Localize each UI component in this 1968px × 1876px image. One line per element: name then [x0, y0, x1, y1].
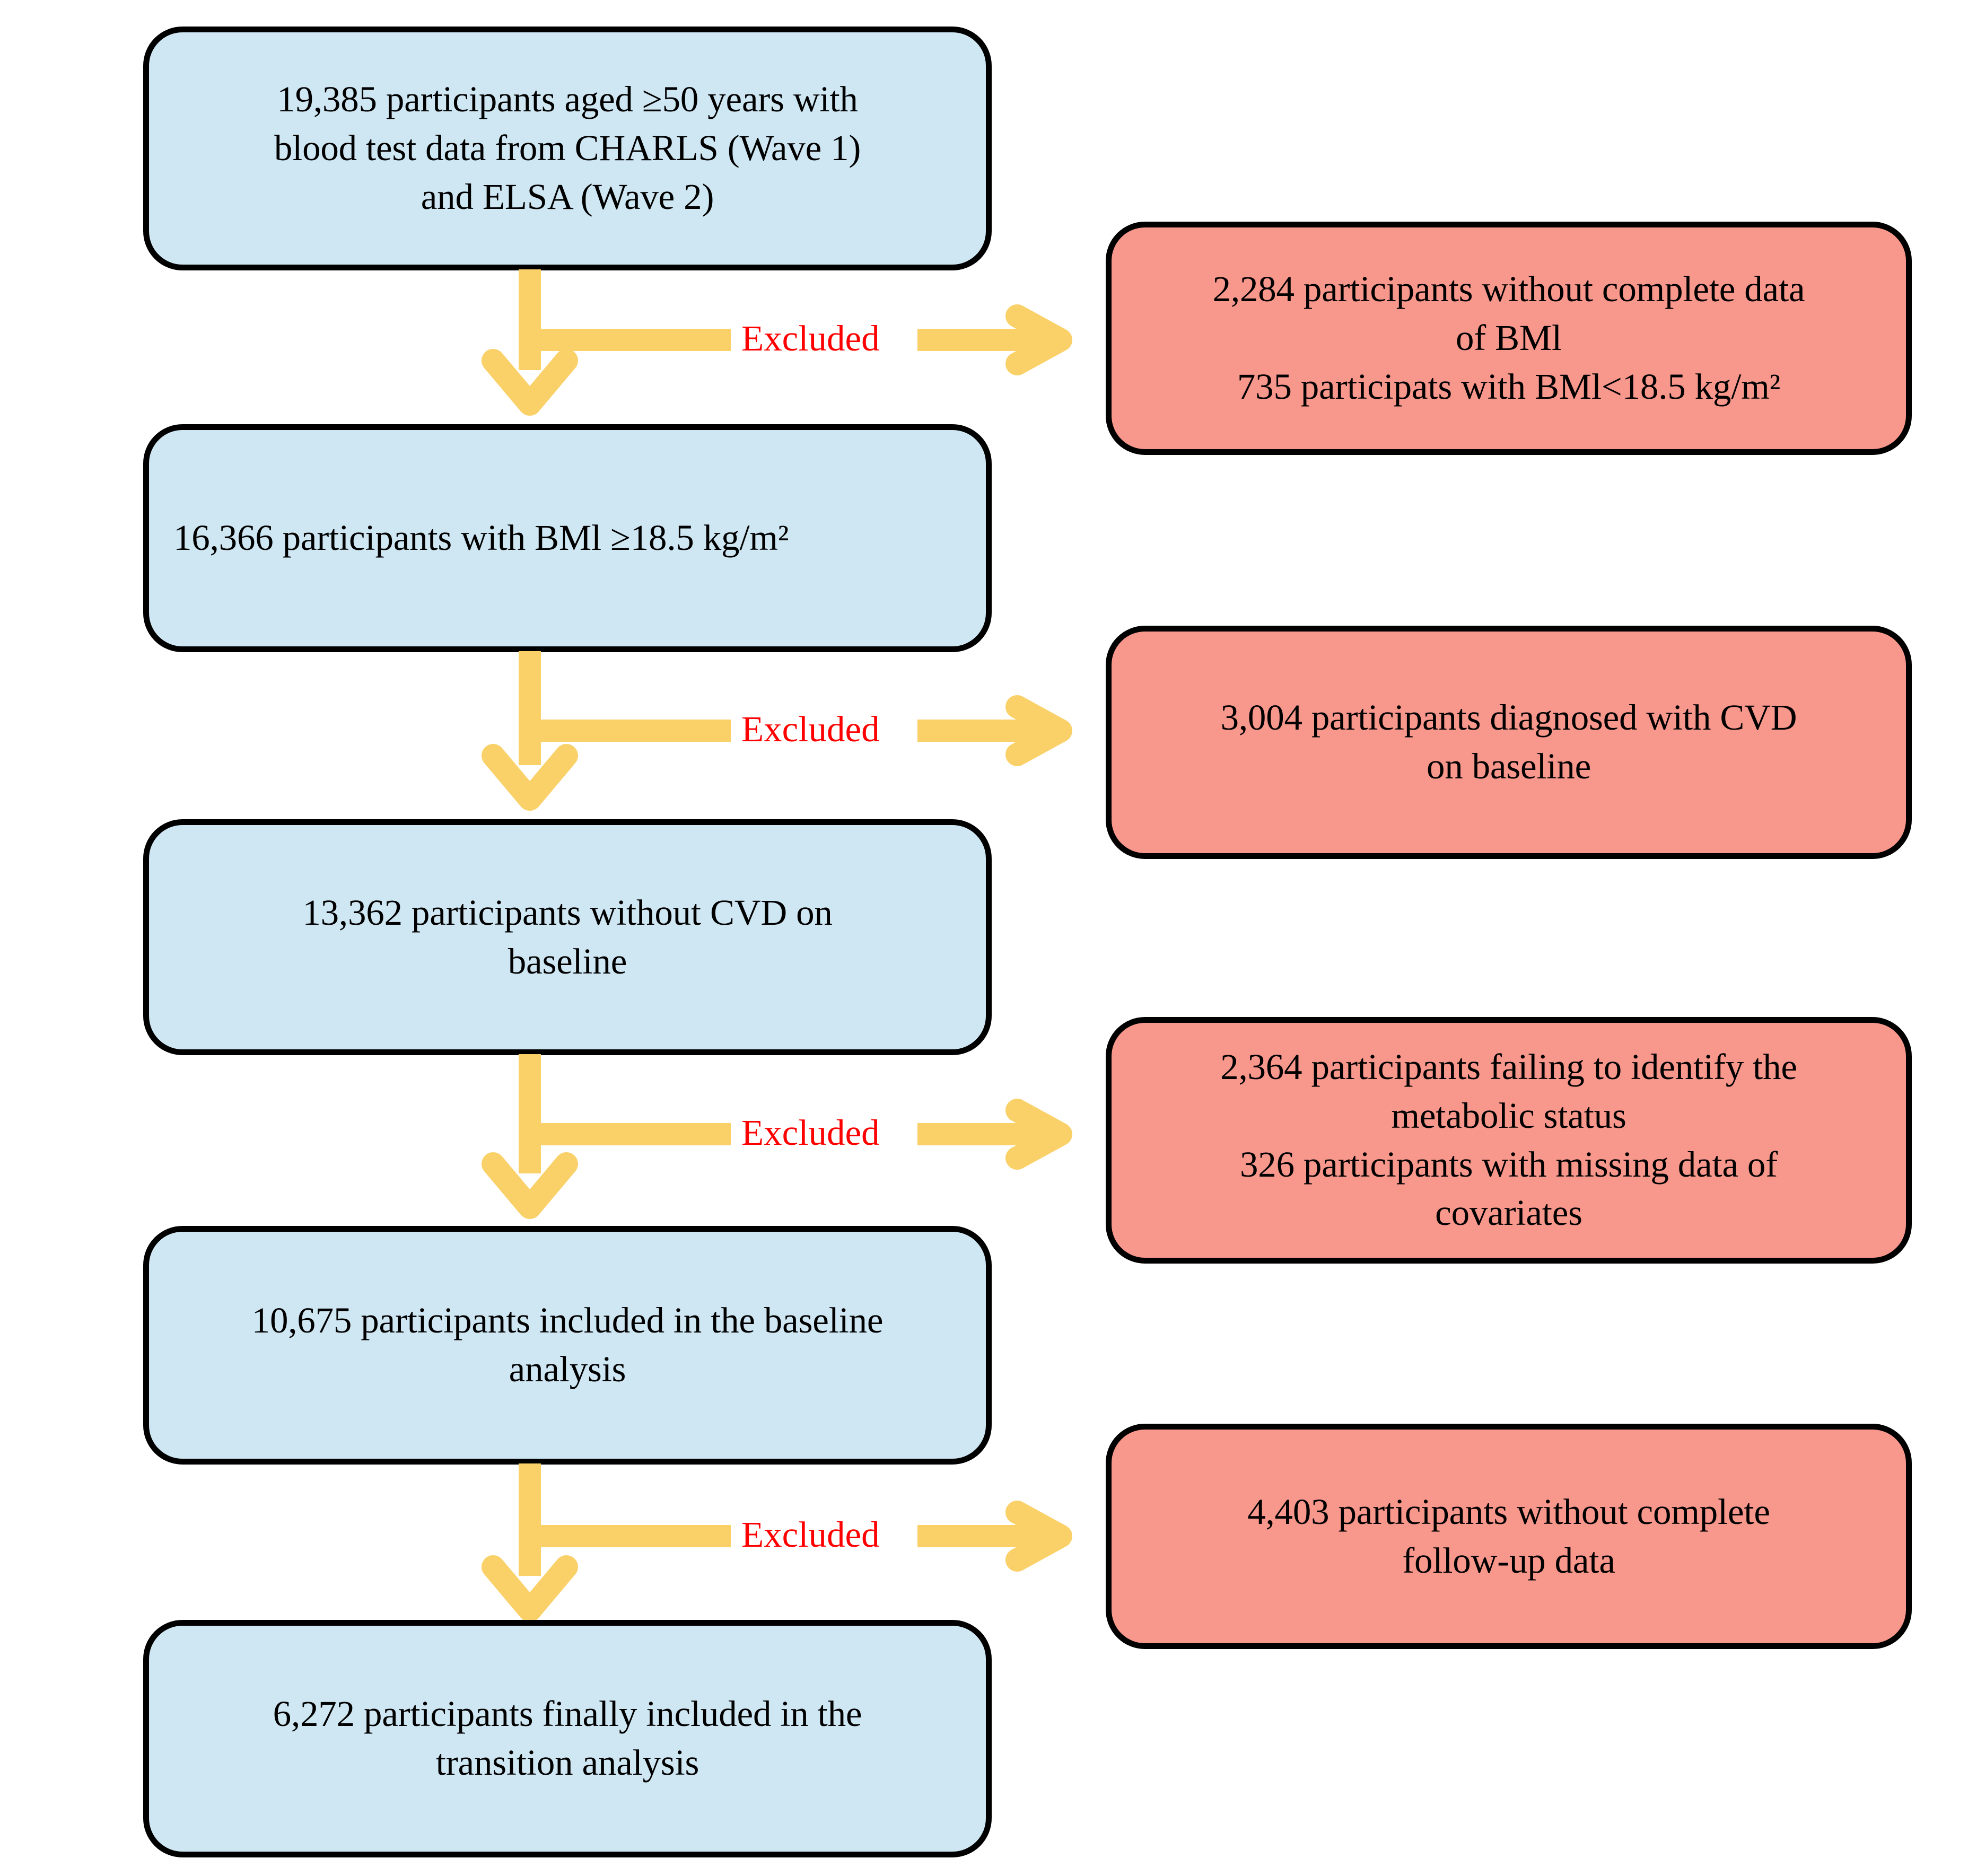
excl-3-line-1: 2,364 participants failing to identify t… [1220, 1046, 1797, 1087]
flow-node-included-4: 10,675 participants included in the base… [143, 1226, 992, 1465]
connector-3-down-chevron [482, 1152, 578, 1219]
flow-node-excluded-4: 4,403 participants without complete foll… [1106, 1424, 1912, 1649]
node-3-line-2: baseline [508, 941, 627, 981]
node-3-line-1: 13,362 participants without CVD on [302, 892, 833, 933]
excl-1-line-3: 735 participats with BMl<18.5 kg/m² [1237, 366, 1781, 407]
connector-4-vertical-line [519, 1463, 541, 1576]
connector-3-right-chevron [1005, 1099, 1072, 1170]
connector-3-horizontal-left [519, 1123, 731, 1145]
excl-4-line-1: 4,403 participants without complete [1247, 1491, 1770, 1532]
connector-2-horizontal-left [519, 720, 731, 742]
node-4-line-2: analysis [509, 1349, 626, 1389]
connector-2-right-chevron [1005, 695, 1072, 766]
node-5-line-1: 6,272 participants finally included in t… [273, 1694, 862, 1734]
excl-2-line-2: on baseline [1426, 746, 1591, 786]
flow-node-included-1: 19,385 participants aged ≥50 years with … [143, 27, 992, 270]
node-1-line-2: blood test data from CHARLS (Wave 1) [274, 128, 861, 169]
flow-node-included-1-text: 19,385 participants aged ≥50 years with … [173, 75, 961, 221]
node-4-line-1: 10,675 participants included in the base… [251, 1300, 884, 1341]
flow-node-excluded-3-text: 2,364 participants failing to identify t… [1136, 1043, 1882, 1238]
excl-4-line-2: follow-up data [1402, 1540, 1615, 1581]
excluded-label-1: Excluded [741, 318, 880, 358]
connector-1-right-chevron [1005, 304, 1072, 375]
connector-3-vertical-line [519, 1054, 541, 1173]
excl-3-line-4: covariates [1435, 1193, 1582, 1233]
flow-node-included-5-text: 6,272 participants finally included in t… [173, 1690, 961, 1787]
connector-2-down-chevron [482, 744, 578, 811]
node-2-line-1: 16,366 participants with BMl ≥18.5 kg/m² [173, 518, 789, 558]
excl-1-line-2: of BMl [1455, 318, 1562, 358]
connector-1-vertical-line [519, 269, 541, 370]
excl-1-line-1: 2,284 participants without complete data [1212, 269, 1805, 310]
connector-1-down-chevron [482, 349, 578, 416]
excl-2-line-1: 3,004 participants diagnosed with CVD [1220, 697, 1797, 738]
flow-node-included-3-text: 13,362 participants without CVD on basel… [173, 889, 961, 986]
flow-node-excluded-1-text: 2,284 participants without complete data… [1136, 265, 1882, 411]
flow-node-included-3: 13,362 participants without CVD on basel… [143, 819, 992, 1055]
flow-node-included-4-text: 10,675 participants included in the base… [173, 1296, 961, 1394]
connector-2-vertical-line [519, 651, 541, 765]
connector-4-right-chevron [1005, 1501, 1072, 1572]
connector-4-horizontal-left [519, 1525, 731, 1547]
node-1-line-1: 19,385 participants aged ≥50 years with [277, 79, 858, 120]
connector-1-horizontal-left [519, 329, 731, 351]
node-1-line-3: and ELSA (Wave 2) [421, 176, 714, 217]
excl-3-line-2: metabolic status [1391, 1095, 1626, 1136]
flow-node-excluded-4-text: 4,403 participants without complete foll… [1136, 1488, 1882, 1585]
flow-node-excluded-1: 2,284 participants without complete data… [1106, 222, 1912, 455]
flow-node-included-2: 16,366 participants with BMl ≥18.5 kg/m² [143, 424, 992, 652]
flow-node-excluded-2: 3,004 participants diagnosed with CVD on… [1106, 626, 1912, 859]
connector-4-down-chevron [482, 1555, 578, 1622]
flow-node-included-5: 6,272 participants finally included in t… [143, 1620, 992, 1857]
excluded-label-3: Excluded [741, 1112, 880, 1153]
flow-node-included-2-text: 16,366 participants with BMl ≥18.5 kg/m² [173, 514, 961, 563]
flow-node-excluded-3: 2,364 participants failing to identify t… [1106, 1017, 1912, 1264]
excl-3-line-3: 326 participants with missing data of [1239, 1144, 1778, 1185]
excluded-label-4: Excluded [741, 1514, 880, 1555]
node-5-line-2: transition analysis [435, 1742, 699, 1783]
excluded-label-2: Excluded [741, 709, 880, 749]
flow-node-excluded-2-text: 3,004 participants diagnosed with CVD on… [1136, 694, 1882, 791]
